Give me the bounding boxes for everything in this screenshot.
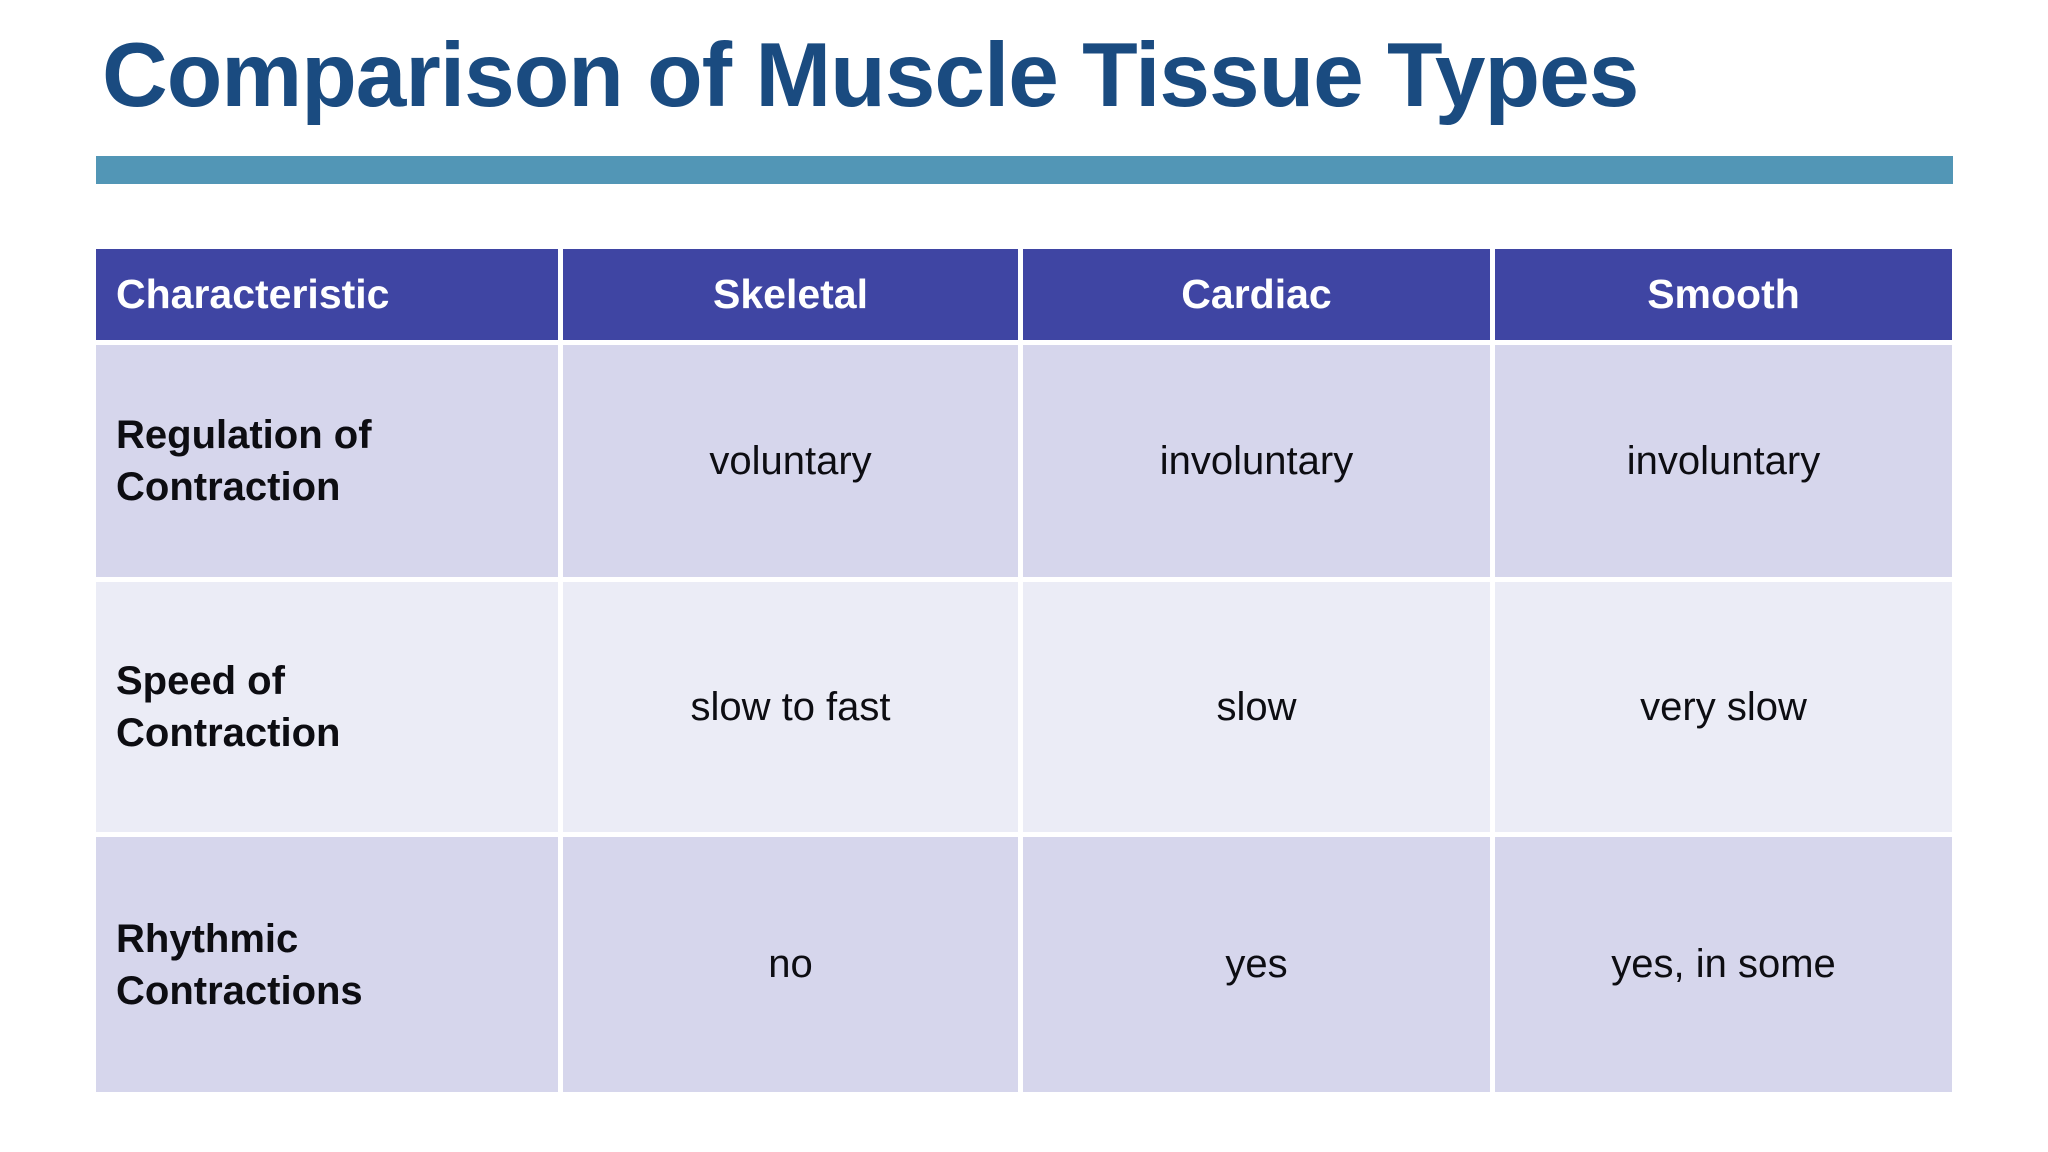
column-header-smooth: Smooth <box>1495 249 1952 340</box>
row-label-rhythmic: Rhythmic Contractions <box>96 837 558 1092</box>
cell-speed-skeletal: slow to fast <box>563 582 1018 832</box>
column-header-skeletal: Skeletal <box>563 249 1018 340</box>
cell-regulation-smooth: involuntary <box>1495 345 1952 577</box>
cell-speed-cardiac: slow <box>1023 582 1490 832</box>
muscle-comparison-table: Characteristic Skeletal Cardiac Smooth R… <box>96 249 1952 1092</box>
column-header-characteristic: Characteristic <box>96 249 558 340</box>
cell-rhythmic-cardiac: yes <box>1023 837 1490 1092</box>
row-label-speed: Speed of Contraction <box>96 582 558 832</box>
cell-speed-smooth: very slow <box>1495 582 1952 832</box>
slide-title: Comparison of Muscle Tissue Types <box>102 25 1639 126</box>
cell-rhythmic-skeletal: no <box>563 837 1018 1092</box>
cell-regulation-skeletal: voluntary <box>563 345 1018 577</box>
title-accent-bar <box>96 156 1953 184</box>
row-label-regulation: Regulation of Contraction <box>96 345 558 577</box>
cell-regulation-cardiac: involuntary <box>1023 345 1490 577</box>
cell-rhythmic-smooth: yes, in some <box>1495 837 1952 1092</box>
column-header-cardiac: Cardiac <box>1023 249 1490 340</box>
